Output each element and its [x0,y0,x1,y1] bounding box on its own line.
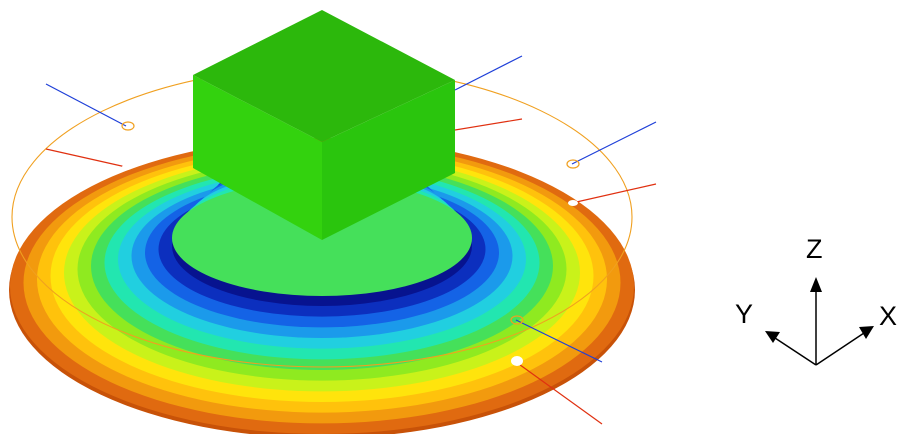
marker-dot [511,356,523,366]
marker-ring [510,315,524,325]
x-axis-arrowhead [859,326,874,339]
marker-dot [122,164,132,170]
marker-ring [121,121,135,131]
red-line-bottom [515,361,603,425]
red-line-right [571,183,657,204]
x-axis-line [815,332,865,366]
axes-triad: Z Y X [735,234,897,366]
cube-right-face [322,80,455,240]
blue-line-bottom [515,319,603,363]
support-markers [121,121,580,366]
z-axis-arrowhead [810,277,822,292]
marker-dot [568,200,578,206]
blue-line-top-right [454,55,523,91]
reference-lines [45,55,657,425]
blue-line-top-left [45,83,127,127]
red-line-top-right [454,118,523,131]
z-axis-label: Z [806,234,823,264]
red-line-left [45,148,127,168]
cube-left-face [193,75,322,240]
blue-line-right [571,121,657,165]
load-cube [193,10,455,240]
y-axis-arrowhead [765,331,780,343]
y-axis-line [774,337,817,366]
marker-ring [566,159,580,169]
x-axis-label: X [879,301,897,331]
cube-top-face [193,10,455,142]
y-axis-label: Y [735,299,753,329]
